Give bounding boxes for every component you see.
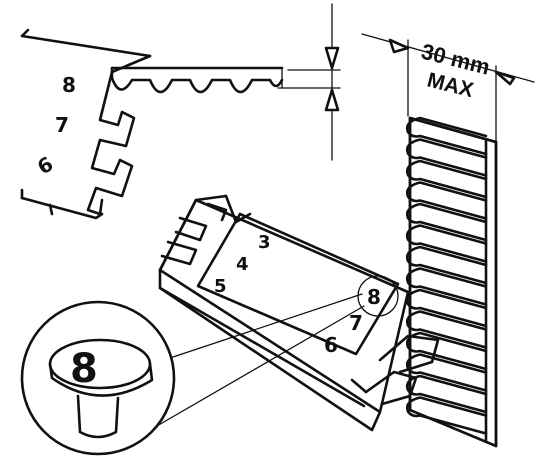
lower-gauge-number-4: 4 bbox=[236, 254, 249, 275]
thickness-dimension bbox=[324, 3, 340, 161]
belt-tooth bbox=[405, 224, 488, 263]
lower-gauge-number-6: 6 bbox=[324, 333, 338, 357]
upper-gauge-number-7: 7 bbox=[55, 113, 69, 137]
upper-gauge: 8 7 6 bbox=[20, 28, 152, 220]
belt-tooth bbox=[405, 202, 488, 242]
belt-tooth bbox=[405, 310, 488, 349]
belt-tooth bbox=[405, 181, 488, 220]
belt-tooth bbox=[405, 396, 488, 435]
belt-profile bbox=[110, 66, 341, 94]
lower-gauge-number-8: 8 bbox=[367, 285, 381, 309]
belt-tooth bbox=[405, 331, 488, 371]
belt-tooth bbox=[405, 245, 488, 285]
lower-gauge-number-3: 3 bbox=[258, 232, 271, 253]
callout-magnifier: 8 bbox=[20, 300, 176, 456]
upper-gauge-number-8: 8 bbox=[62, 73, 76, 97]
callout-number: 8 bbox=[70, 346, 98, 392]
lower-gauge-number-7: 7 bbox=[349, 311, 363, 335]
belt-tooth bbox=[405, 159, 488, 199]
leader-lines bbox=[149, 293, 365, 431]
lower-gauge-number-5: 5 bbox=[214, 276, 227, 297]
belt-teeth bbox=[405, 116, 488, 435]
lower-gauge: 3 4 5 8 7 6 bbox=[158, 194, 440, 432]
belt-tooth bbox=[405, 116, 488, 156]
belt-tooth bbox=[405, 288, 488, 328]
upper-gauge-number-6: 6 bbox=[33, 152, 57, 180]
toothed-belt bbox=[405, 116, 498, 448]
belt-tooth bbox=[405, 138, 488, 177]
belt-tooth bbox=[405, 267, 488, 306]
